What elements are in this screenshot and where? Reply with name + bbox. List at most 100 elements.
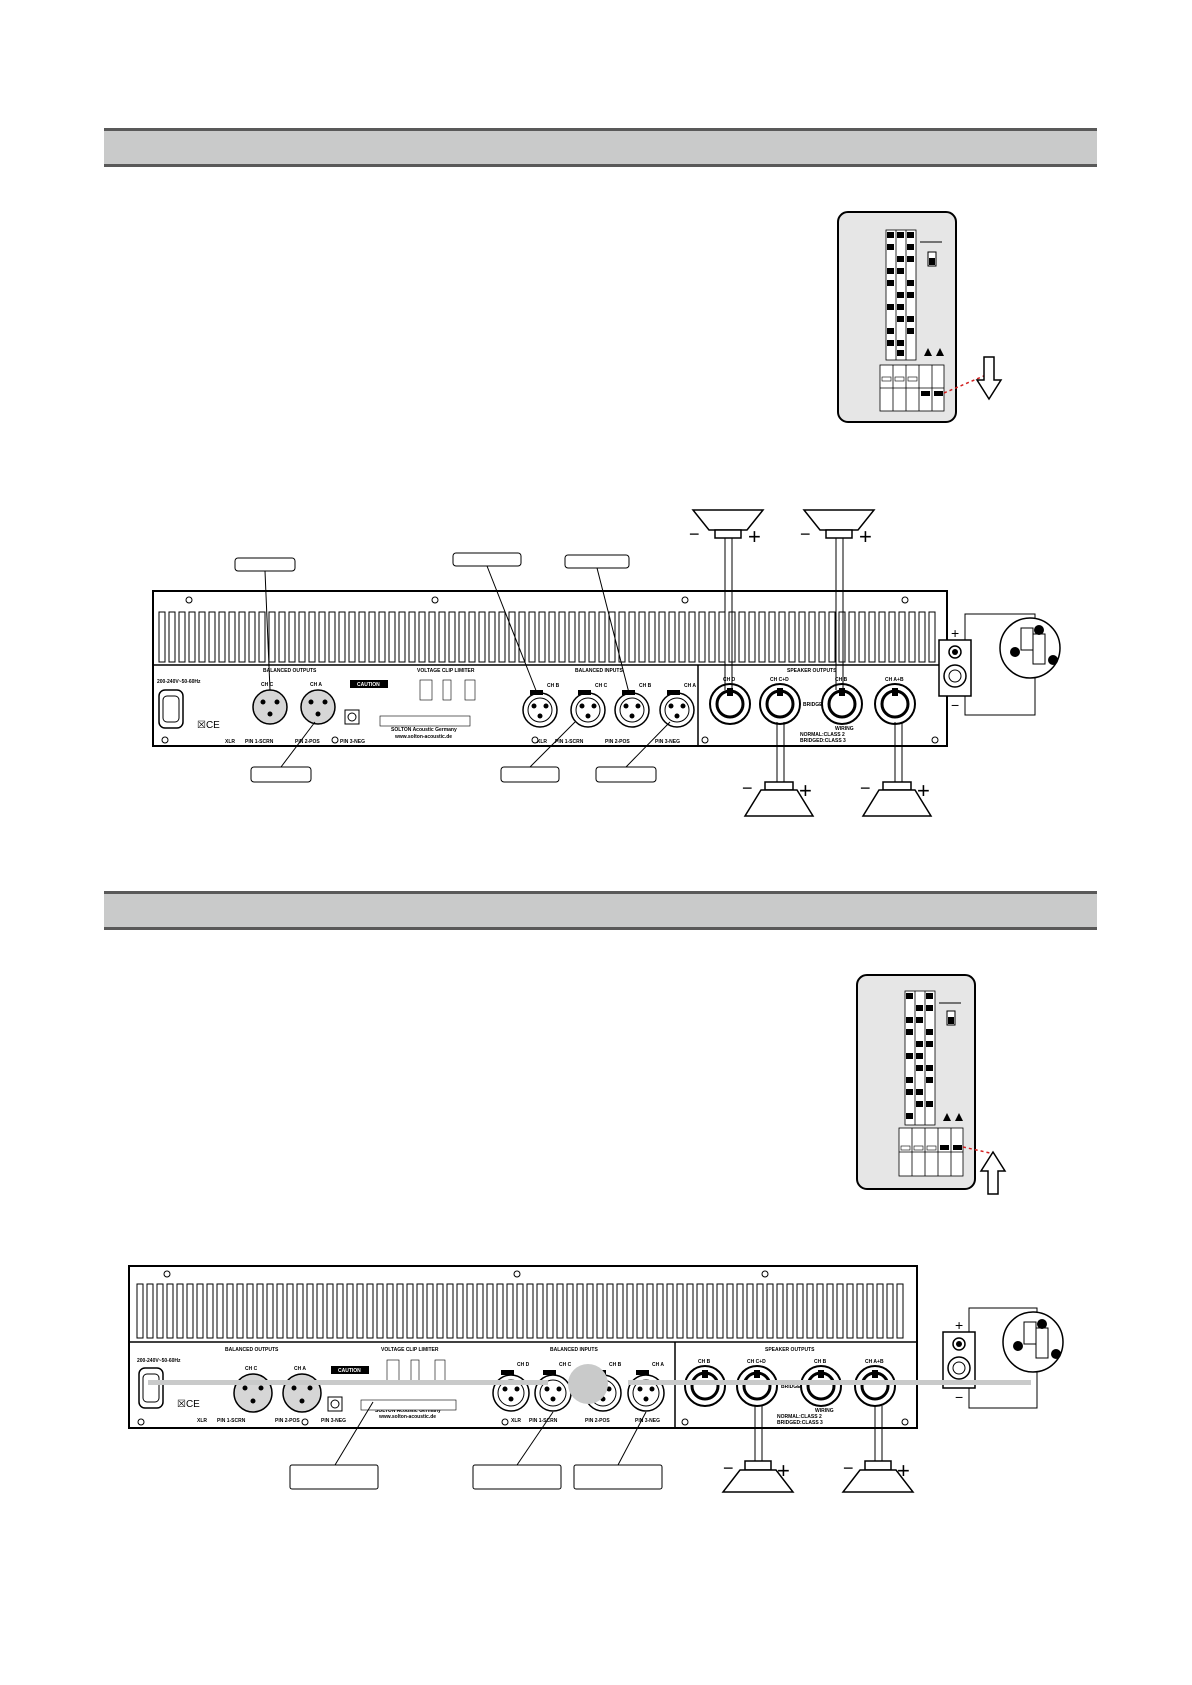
dip-switch-area — [379, 679, 476, 727]
svg-text:CH D: CH D — [517, 1362, 530, 1368]
pin2-label: PIN 2-POS — [295, 739, 320, 745]
amplifier-rear-panel-1: 200-240V~50-60Hz BALANCED OUTPUTS BALANC… — [152, 509, 1061, 817]
pin1-label-2: PIN 1-SCRN — [217, 1418, 246, 1424]
dip-switch-panel-2 — [856, 974, 1007, 1195]
svg-text:CAUTION: CAUTION — [357, 682, 380, 688]
svg-text:CH B: CH B — [639, 683, 652, 689]
svg-text:CH A+B: CH A+B — [885, 677, 904, 683]
pin2-input-label-2: PIN 2-POS — [585, 1418, 610, 1424]
footer-line-right — [628, 1380, 1031, 1385]
url-label-2: www.solton-acoustic.de — [378, 1414, 436, 1420]
cooling-vents — [158, 611, 936, 663]
speakon-ch-b: CH B — [821, 677, 863, 725]
power-label-2: 200-240V~50-60Hz — [137, 1358, 181, 1364]
svg-text:+: + — [917, 778, 930, 803]
brand-label-2: SOLTON Acoustic Germany — [375, 1408, 441, 1414]
svg-text:−: − — [800, 524, 811, 544]
svg-text:CAUTION: CAUTION — [338, 1368, 361, 1374]
speakon-ch-ab: CH A+B — [874, 677, 916, 725]
balanced-outputs-label: BALANCED OUTPUTS — [263, 668, 317, 674]
svg-text:+: + — [897, 1458, 910, 1483]
callout-boxes — [234, 552, 657, 783]
svg-text:+: + — [955, 1317, 963, 1333]
svg-text:CH A: CH A — [652, 1362, 664, 1368]
dip-switch-panel-1 — [837, 211, 1003, 423]
svg-text:−: − — [843, 1458, 854, 1478]
speakon-ch-cd-2: CH C+D — [736, 1359, 778, 1407]
output-xlr-ch-a: CH A — [300, 682, 336, 725]
page-number-dot — [568, 1364, 608, 1404]
input-xlr-ch-c: CH C — [570, 683, 608, 728]
speaker-outputs-label: SPEAKER OUTPUTS — [787, 668, 837, 674]
svg-text:+: + — [951, 625, 959, 641]
svg-text:CH C: CH C — [261, 682, 274, 688]
svg-text:CH D: CH D — [723, 677, 736, 683]
pin3-label: PIN 3-NEG — [340, 739, 365, 745]
bridge-label-2: BRIDGE — [781, 1384, 801, 1390]
svg-text:−: − — [742, 778, 753, 798]
svg-text:−: − — [689, 524, 700, 544]
caution-label-2: CAUTION — [331, 1366, 369, 1374]
url-label: www.solton-acoustic.de — [394, 734, 452, 740]
speaker-outputs-label-2: SPEAKER OUTPUTS — [765, 1347, 815, 1353]
svg-text:CH C+D: CH C+D — [747, 1359, 766, 1365]
section-header-band-1 — [104, 128, 1097, 167]
svg-text:CH B: CH B — [609, 1362, 622, 1368]
vcl-label: VOLTAGE CLIP LIMITER — [417, 668, 475, 674]
bridged-class-label: BRIDGED:CLASS 3 — [800, 738, 846, 744]
svg-text:CH A+B: CH A+B — [865, 1359, 884, 1365]
power-inlet-2 — [138, 1367, 164, 1409]
pin3-label-2: PIN 3-NEG — [321, 1418, 346, 1424]
svg-text:−: − — [723, 1458, 734, 1478]
svg-text:CH A: CH A — [310, 682, 322, 688]
svg-text:+: + — [859, 524, 872, 549]
svg-text:−: − — [951, 697, 959, 713]
normal-class-label: NORMAL:CLASS 2 — [800, 732, 845, 738]
speakon-ch-d: CH D — [709, 677, 751, 725]
ce-mark: ☒CE — [197, 720, 220, 731]
bridged-class-label-2: BRIDGED:CLASS 3 — [777, 1420, 823, 1426]
speakon-wiring-detail-2: + − — [942, 1307, 1064, 1409]
pin1-input-label-2: PIN 1-SCRN — [529, 1418, 558, 1424]
bridge-label: BRIDGE — [803, 702, 823, 708]
wiring-label: WIRING — [835, 726, 854, 732]
ce-mark-2: ☒CE — [177, 1399, 200, 1410]
svg-text:CH B: CH B — [835, 677, 848, 683]
normal-class-label-2: NORMAL:CLASS 2 — [777, 1414, 822, 1420]
svg-text:CH A: CH A — [294, 1366, 306, 1372]
speakon-wiring-detail: + − — [938, 613, 1061, 716]
footer-line-left — [148, 1380, 548, 1385]
vcl-label-2: VOLTAGE CLIP LIMITER — [381, 1347, 439, 1353]
amplifier-rear-panel-2: 200-240V~50-60Hz BALANCED OUTPUTS BALANC… — [128, 1265, 1064, 1493]
svg-text:CH A: CH A — [684, 683, 696, 689]
svg-text:CH C: CH C — [559, 1362, 572, 1368]
svg-text:CH B: CH B — [698, 1359, 711, 1365]
svg-text:CH C: CH C — [595, 683, 608, 689]
balanced-inputs-label-2: BALANCED INPUTS — [550, 1347, 598, 1353]
pin1-label: PIN 1-SCRN — [245, 739, 274, 745]
speaker-top-2: − + — [800, 509, 876, 690]
xlr-input-label: XLR — [537, 739, 547, 745]
svg-text:+: + — [748, 524, 761, 549]
pin3-input-label: PIN 3-NEG — [655, 739, 680, 745]
svg-text:−: − — [955, 1389, 963, 1405]
xlr-input-label-2: XLR — [511, 1418, 521, 1424]
speaker-top-1: − + — [689, 509, 765, 690]
wiring-label-2: WIRING — [815, 1408, 834, 1414]
svg-text:CH C+D: CH C+D — [770, 677, 789, 683]
balanced-inputs-label: BALANCED INPUTS — [575, 668, 623, 674]
pin3-input-label-2: PIN 3-NEG — [635, 1418, 660, 1424]
output-xlr-ch-c: CH C — [252, 682, 288, 725]
brand-label: SOLTON Acoustic Germany — [391, 727, 457, 733]
svg-text:CH C: CH C — [245, 1366, 258, 1372]
xlr-label-2: XLR — [197, 1418, 207, 1424]
input-xlr-ch-b: CH B — [614, 683, 652, 728]
pin2-label-2: PIN 2-POS — [275, 1418, 300, 1424]
speakon-ch-b-2: CH B — [684, 1359, 726, 1407]
svg-text:CH B: CH B — [547, 683, 560, 689]
speaker-bottom-2: − + — [860, 722, 933, 817]
balanced-outputs-label-2: BALANCED OUTPUTS — [225, 1347, 279, 1353]
section-header-band-2 — [104, 891, 1097, 930]
speakon-ch-cd: CH C+D — [759, 677, 801, 725]
pin1-input-label: PIN 1-SCRN — [555, 739, 584, 745]
